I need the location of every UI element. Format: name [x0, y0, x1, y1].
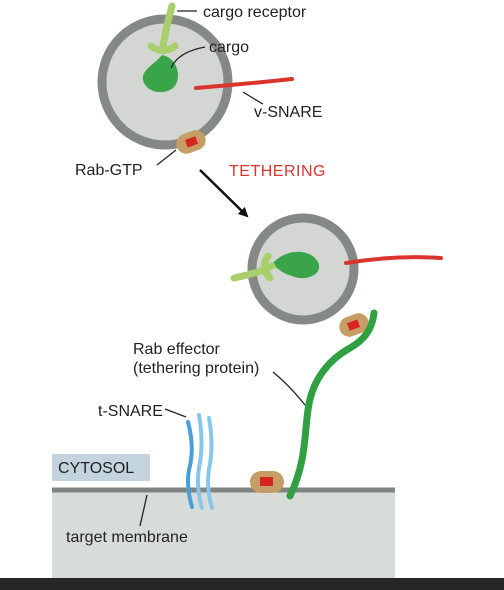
t-snare-strand-2 — [196, 413, 204, 510]
v-snare-label: v-SNARE — [254, 104, 322, 121]
rab-gtp-label: Rab-GTP — [75, 162, 143, 179]
rab-effector-tether — [286, 309, 378, 500]
v-snare-leader — [242, 91, 264, 105]
transition-arrow — [199, 169, 249, 218]
target-membrane-label: target membrane — [66, 529, 188, 546]
tethered-cargo-receptor — [230, 262, 276, 282]
bottom-bar — [0, 578, 504, 590]
target-membrane-body — [52, 490, 395, 578]
top-v-snare — [194, 77, 294, 90]
t-snare-leader — [164, 408, 187, 418]
t-snare-label: t-SNARE — [98, 403, 163, 420]
top-rab-gtp-core — [184, 136, 199, 148]
top-vesicle — [97, 2, 294, 154]
tethered-rab-gtp-core — [346, 319, 361, 331]
rab-effector-label: Rab effector — [133, 341, 221, 358]
cargo-receptor-label: cargo receptor — [203, 4, 307, 21]
top-cargo-receptor — [159, 2, 176, 51]
tethered-cargo — [272, 251, 320, 279]
top-cargo — [142, 55, 178, 93]
t-snare-strand-1 — [186, 420, 194, 509]
rab-gtp-leader — [156, 149, 177, 166]
tethering-protein-label: (tethering protein) — [133, 360, 259, 377]
t-snare-strand-3 — [206, 416, 214, 510]
rab-effector-leader — [272, 371, 306, 406]
cargo-label: cargo — [209, 39, 249, 56]
tethered-v-snare — [344, 255, 443, 265]
cytosol-box — [52, 454, 150, 481]
tethered-cargo-receptor-cup — [261, 252, 274, 282]
membrane-rab-gtp-core — [260, 477, 273, 486]
tethered-vesicle — [230, 213, 443, 337]
top-cargo-receptor-cup — [147, 42, 179, 54]
tethering-label: TETHERING — [229, 163, 326, 180]
cargo-leader — [170, 46, 206, 69]
target-membrane-leader — [139, 494, 148, 527]
cytosol-label: CYTOSOL — [58, 460, 134, 477]
